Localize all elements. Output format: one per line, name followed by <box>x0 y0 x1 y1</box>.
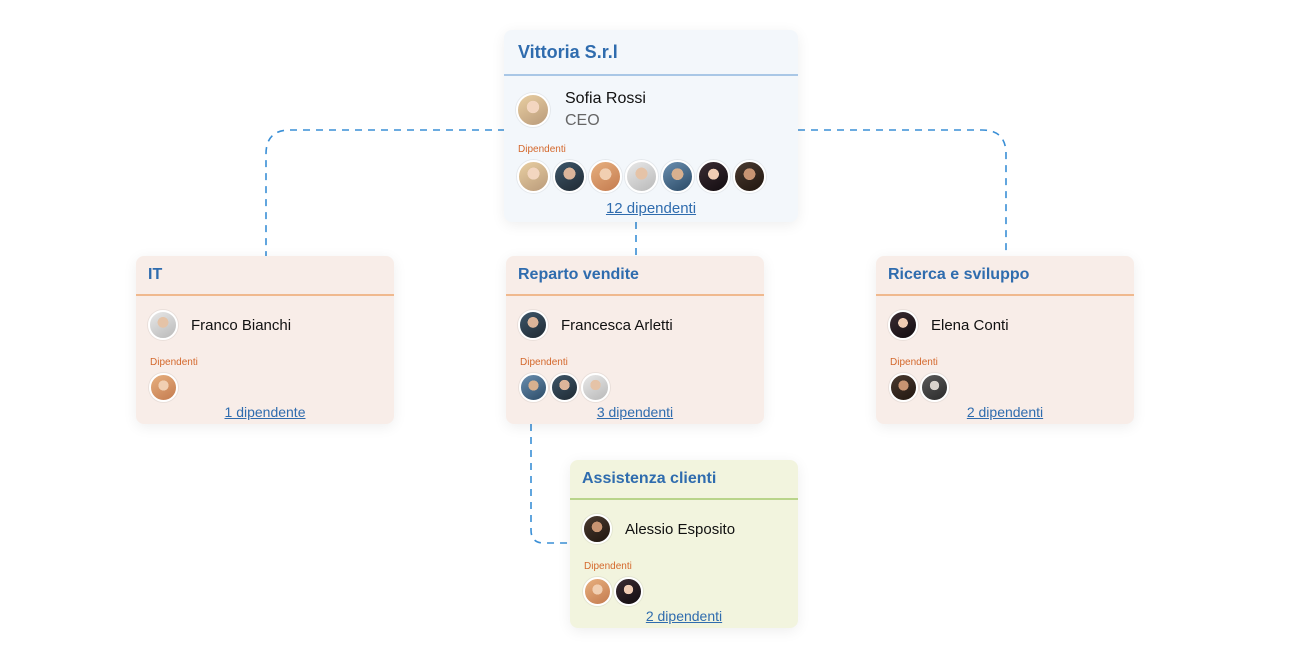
connector-root-rnd <box>798 129 1007 256</box>
connector-root-it <box>265 129 505 256</box>
employee-avatar <box>733 160 766 193</box>
manager: Francesca Arletti <box>518 310 752 340</box>
node-title: Vittoria S.r.l <box>504 30 798 76</box>
node-card-sales[interactable]: Reparto vendite Francesca Arletti Dipend… <box>506 256 764 424</box>
node-title: Ricerca e sviluppo <box>876 256 1134 296</box>
employees-label: Dipendenti <box>150 357 198 368</box>
employee-avatars <box>889 373 1122 402</box>
node-title: Assistenza clienti <box>570 460 798 500</box>
manager: Franco Bianchi <box>148 310 382 340</box>
employee-avatar <box>581 373 610 402</box>
manager-name: Franco Bianchi <box>191 316 292 334</box>
employees-label: Dipendenti <box>584 561 632 572</box>
node-body: Sofia Rossi CEO Dipendenti <box>504 76 798 193</box>
employee-count-link[interactable]: 2 dipendenti <box>645 608 723 624</box>
employee-avatars <box>519 373 752 402</box>
manager: Elena Conti <box>888 310 1122 340</box>
employee-avatar <box>614 577 643 606</box>
employee-avatar <box>625 160 658 193</box>
node-body: Franco Bianchi Dipendenti <box>136 296 394 402</box>
employee-avatar <box>517 160 550 193</box>
manager-name: Alessio Esposito <box>625 520 736 538</box>
employee-count-link[interactable]: 1 dipendente <box>224 404 306 420</box>
employee-avatar <box>553 160 586 193</box>
manager-avatar <box>148 310 178 340</box>
employee-avatars <box>583 577 786 606</box>
employee-avatars <box>517 160 786 193</box>
employee-avatar <box>661 160 694 193</box>
manager-name: Francesca Arletti <box>561 316 673 334</box>
employees-label: Dipendenti <box>890 357 938 368</box>
node-body: Francesca Arletti Dipendenti <box>506 296 764 402</box>
node-card-rnd[interactable]: Ricerca e sviluppo Elena Conti Dipendent… <box>876 256 1134 424</box>
employee-avatar <box>589 160 622 193</box>
connector-sales-support <box>530 424 570 544</box>
employee-avatar <box>583 577 612 606</box>
node-title: Reparto vendite <box>506 256 764 296</box>
manager-name: Elena Conti <box>931 316 1009 334</box>
manager: Alessio Esposito <box>582 514 786 544</box>
employee-avatar <box>697 160 730 193</box>
manager-avatar <box>582 514 612 544</box>
manager-avatar <box>516 93 550 127</box>
employee-avatar <box>889 373 918 402</box>
employee-avatar <box>149 373 178 402</box>
manager-avatar <box>888 310 918 340</box>
node-card-it[interactable]: IT Franco Bianchi Dipendenti 1 dipendent… <box>136 256 394 424</box>
employee-avatar <box>550 373 579 402</box>
manager: Sofia Rossi CEO <box>516 90 786 130</box>
employees-label: Dipendenti <box>518 144 566 155</box>
employee-avatars <box>149 373 382 402</box>
node-card-root[interactable]: Vittoria S.r.l Sofia Rossi CEO Dipendent… <box>504 30 798 222</box>
manager-info: Sofia Rossi CEO <box>565 90 646 130</box>
employees-label: Dipendenti <box>520 357 568 368</box>
manager-name: Sofia Rossi <box>565 90 646 107</box>
employee-count-link[interactable]: 2 dipendenti <box>966 404 1044 420</box>
employee-count-link[interactable]: 3 dipendenti <box>596 404 674 420</box>
employee-count-link[interactable]: 12 dipendenti <box>605 200 697 217</box>
manager-role: CEO <box>565 112 600 129</box>
employee-avatar <box>920 373 949 402</box>
node-body: Alessio Esposito Dipendenti <box>570 500 798 606</box>
node-title: IT <box>136 256 394 296</box>
node-body: Elena Conti Dipendenti <box>876 296 1134 402</box>
manager-avatar <box>518 310 548 340</box>
node-card-support[interactable]: Assistenza clienti Alessio Esposito Dipe… <box>570 460 798 628</box>
employee-avatar <box>519 373 548 402</box>
